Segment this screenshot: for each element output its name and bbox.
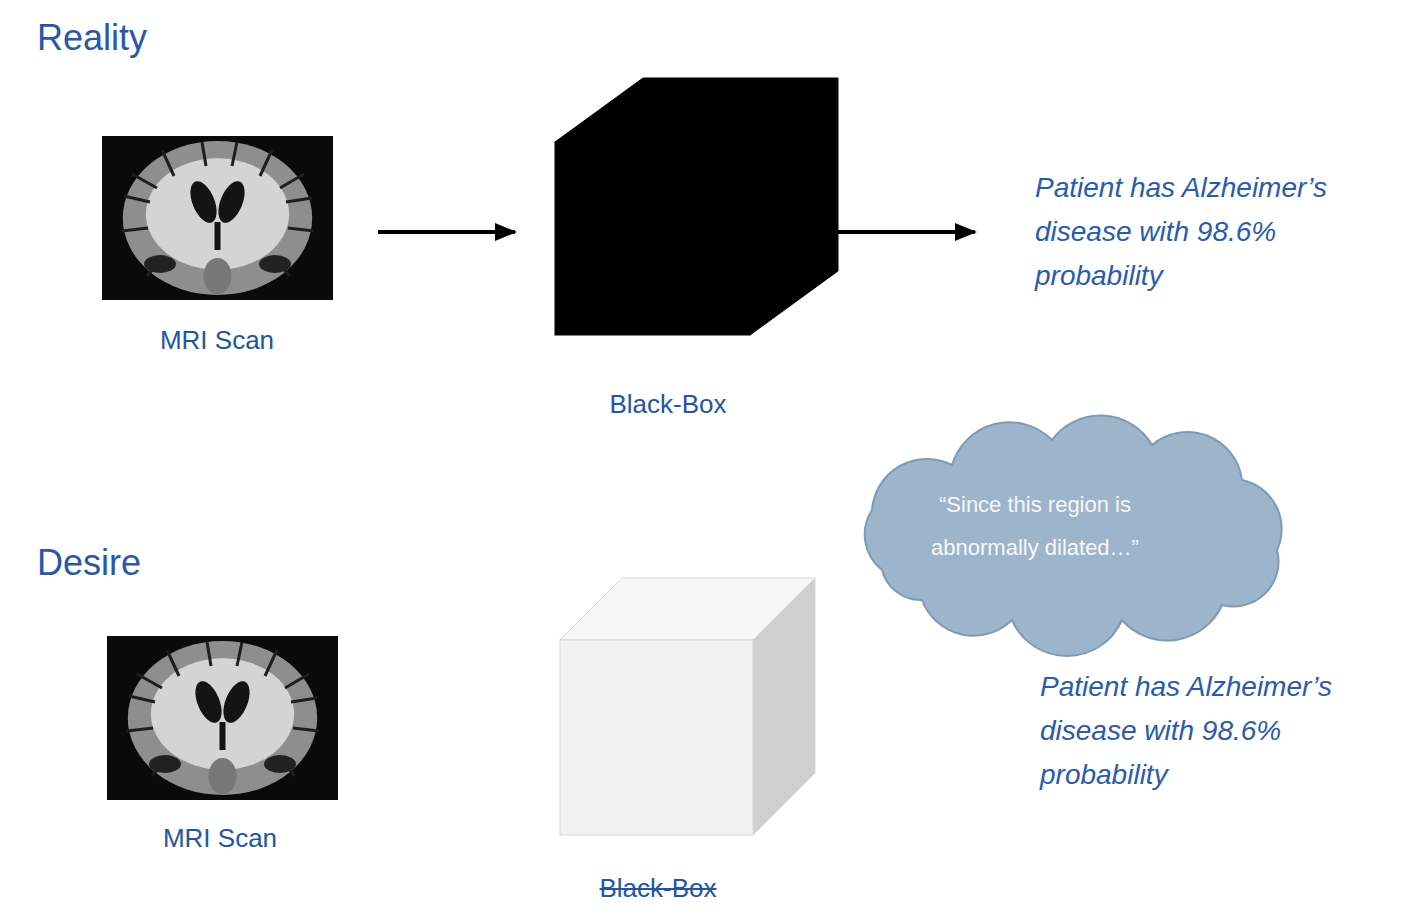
scan-background <box>102 136 333 300</box>
brain-sulcus <box>124 196 150 202</box>
temporal-gap <box>149 755 181 773</box>
brain-sulcus <box>260 150 272 176</box>
third-ventricle <box>220 722 226 750</box>
ventricle <box>185 177 222 226</box>
flow-arrow <box>378 230 515 234</box>
temporal-gap <box>259 255 291 273</box>
brain-sulcus <box>137 674 162 688</box>
node-caption: MRI Scan <box>163 823 277 853</box>
cube-side-face <box>750 78 838 335</box>
section-heading: Desire <box>37 543 141 583</box>
brain-sulcus <box>265 650 277 676</box>
white-matter <box>146 158 289 270</box>
cube-side-face <box>753 578 815 835</box>
cube-front-face <box>560 640 753 835</box>
mri-scan-node: MRI Scan <box>107 636 338 800</box>
black-box-node: Black-Box <box>555 78 838 335</box>
cube-shape <box>560 578 815 835</box>
cube-front-face <box>555 142 750 335</box>
brain-sulcus <box>207 642 211 666</box>
result-text-node: Patient has Alzheimer’s disease with 98.… <box>1035 166 1385 298</box>
brain-sulcus <box>285 674 309 688</box>
scan-background <box>107 636 338 800</box>
node-caption: Black-Box <box>609 389 726 419</box>
temporal-gap <box>144 255 176 273</box>
ventricle <box>213 177 250 226</box>
brain-sulcus <box>288 228 314 231</box>
ventricle <box>218 677 255 726</box>
white-box-node: Black-Box <box>560 578 815 835</box>
result-text: Patient has Alzheimer’s disease with 98.… <box>1035 166 1385 298</box>
mri-image <box>102 136 333 300</box>
mri-image <box>107 636 338 800</box>
brain-sulcus <box>237 642 242 666</box>
brain-sulcus <box>232 142 237 166</box>
cube-shape <box>555 78 838 335</box>
brain-sulcus <box>291 698 317 702</box>
thought-cloud-node: “Since this region is abnormally dilated… <box>822 420 1302 632</box>
brain-sulcus <box>127 728 153 731</box>
brain-stem <box>209 758 237 794</box>
brain-sulcus <box>122 228 148 231</box>
brain-outline <box>123 141 312 295</box>
thought-cloud <box>865 416 1282 656</box>
result-text-node: Patient has Alzheimer’s disease with 98.… <box>1040 665 1390 797</box>
brain-stem <box>204 258 232 294</box>
brain-sulcus <box>280 174 304 188</box>
thought-text: “Since this region is abnormally dilated… <box>885 483 1185 569</box>
white-matter <box>151 658 294 770</box>
brain-sulcus <box>132 174 157 188</box>
node-caption: MRI Scan <box>160 325 274 355</box>
temporal-gap <box>264 755 296 773</box>
flow-arrow <box>838 230 975 234</box>
third-ventricle <box>215 222 221 250</box>
brain-sulcus <box>293 728 319 731</box>
brain-outline <box>128 641 317 795</box>
mri-scan-node: MRI Scan <box>102 136 333 300</box>
brain-sulcus <box>286 198 312 202</box>
section-heading: Reality <box>37 18 147 58</box>
brain-sulcus <box>162 150 174 176</box>
cloud-shape <box>822 420 1302 632</box>
brain-sulcus <box>129 696 155 702</box>
brain-sulcus <box>167 650 179 676</box>
ventricle <box>190 677 227 726</box>
node-caption: Black-Box <box>599 873 716 903</box>
brain-sulcus <box>202 142 206 166</box>
result-text: Patient has Alzheimer’s disease with 98.… <box>1040 665 1390 797</box>
